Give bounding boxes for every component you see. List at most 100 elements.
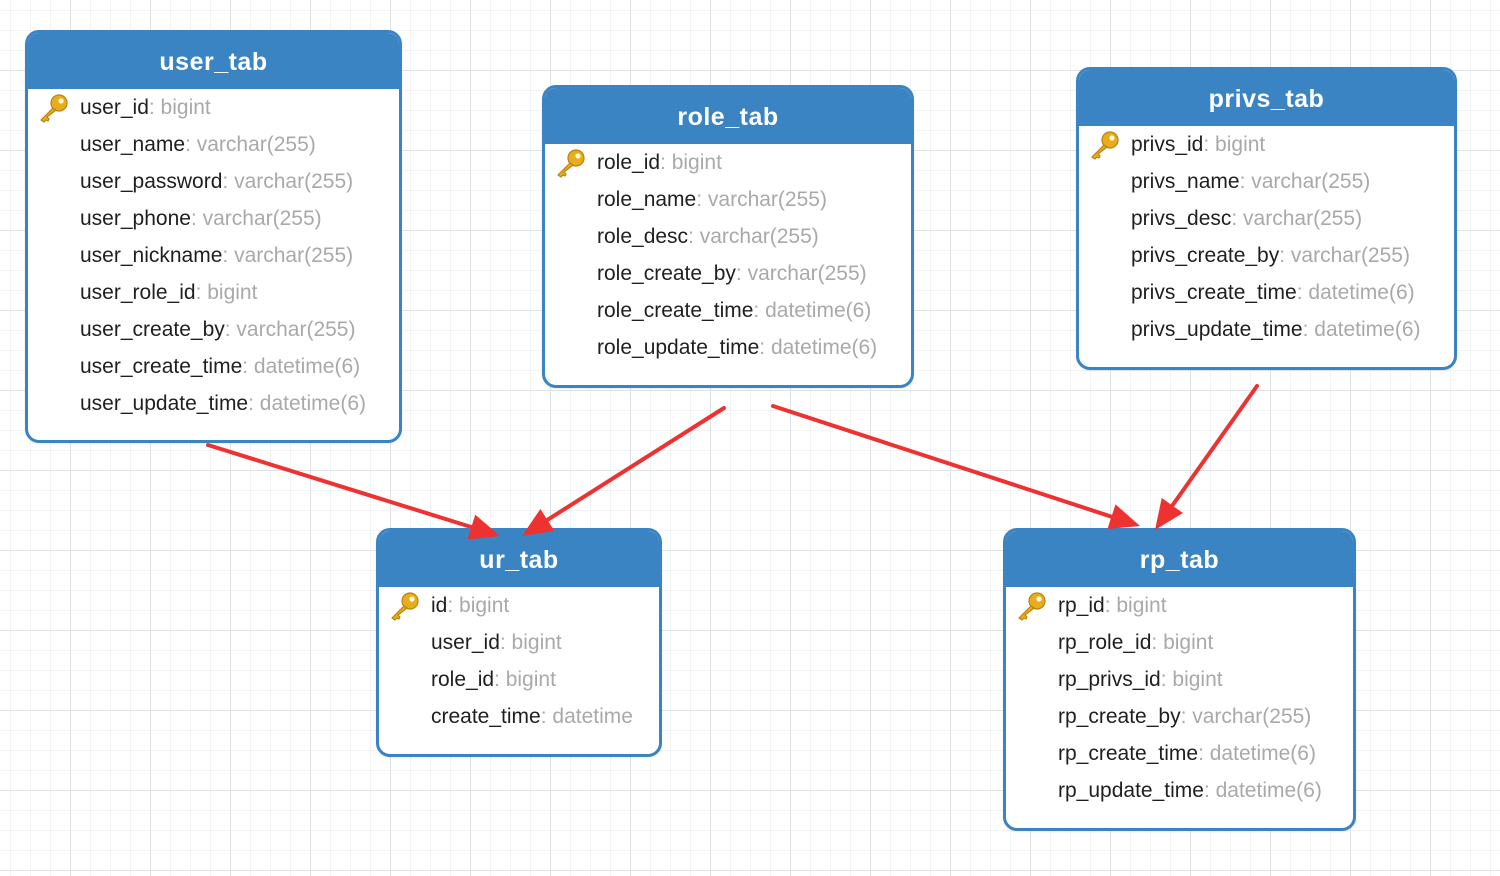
key-icon <box>1018 592 1046 621</box>
field-row[interactable]: user_password: varchar(255) <box>28 163 399 200</box>
field-row[interactable]: user_role_id: bigint <box>28 274 399 311</box>
field-name: user_id <box>431 631 500 654</box>
field-row[interactable]: rp_create_time: datetime(6) <box>1006 735 1353 772</box>
field-type: : varchar(255) <box>1180 705 1312 728</box>
field-type: : varchar(255) <box>222 170 354 193</box>
primary-key-field[interactable]: role_id: bigint <box>545 144 911 181</box>
table-title[interactable]: privs_tab <box>1079 70 1454 126</box>
field-name: privs_id <box>1131 133 1204 156</box>
field-type: : bigint <box>494 668 556 691</box>
field-row[interactable]: user_nickname: varchar(255) <box>28 237 399 274</box>
field-row[interactable]: rp_update_time: datetime(6) <box>1006 772 1353 809</box>
field-type: : varchar(255) <box>696 188 827 211</box>
table-title[interactable]: rp_tab <box>1006 531 1353 587</box>
field-row[interactable]: user_update_time: datetime(6) <box>28 385 399 422</box>
field-type: : varchar(255) <box>224 318 356 341</box>
field-name: rp_update_time <box>1058 779 1204 802</box>
primary-key-field[interactable]: id: bigint <box>379 587 659 624</box>
field-row[interactable]: role_create_time: datetime(6) <box>545 292 911 329</box>
field-name: privs_create_by <box>1131 244 1280 267</box>
field-row[interactable]: user_phone: varchar(255) <box>28 200 399 237</box>
field-row[interactable]: privs_desc: varchar(255) <box>1079 200 1454 237</box>
primary-key-field[interactable]: user_id: bigint <box>28 89 399 126</box>
field-name: create_time <box>431 705 541 728</box>
field-type: : varchar(255) <box>1239 170 1371 193</box>
field-type: : bigint <box>499 631 562 654</box>
field-row[interactable]: rp_create_by: varchar(255) <box>1006 698 1353 735</box>
field-row[interactable]: role_update_time: datetime(6) <box>545 329 911 366</box>
field-name: role_id <box>597 151 661 174</box>
field-name: role_name <box>597 188 697 211</box>
field-row[interactable]: user_create_time: datetime(6) <box>28 348 399 385</box>
field-type: : varchar(255) <box>185 133 316 156</box>
field-name: user_role_id <box>80 281 196 304</box>
field-name: id <box>431 594 448 617</box>
field-name: role_id <box>431 668 495 691</box>
field-row[interactable]: user_name: varchar(255) <box>28 126 399 163</box>
primary-key-field[interactable]: rp_id: bigint <box>1006 587 1353 624</box>
table-title[interactable]: role_tab <box>545 88 911 144</box>
field-type: : bigint <box>1151 631 1214 654</box>
field-type: : varchar(255) <box>1231 207 1363 230</box>
key-icon <box>1091 131 1119 160</box>
field-name: user_create_time <box>80 355 243 378</box>
field-name: rp_create_time <box>1058 742 1199 765</box>
field-row[interactable]: user_create_by: varchar(255) <box>28 311 399 348</box>
field-name: role_desc <box>597 225 689 248</box>
field-name: rp_privs_id <box>1058 668 1161 691</box>
field-type: : datetime(6) <box>1296 281 1415 304</box>
field-row[interactable]: user_id: bigint <box>379 624 659 661</box>
field-row[interactable]: privs_update_time: datetime(6) <box>1079 311 1454 348</box>
field-name: privs_name <box>1131 170 1240 193</box>
field-row[interactable]: create_time: datetime <box>379 698 659 735</box>
field-type: : bigint <box>447 594 510 617</box>
field-type: : varchar(255) <box>1279 244 1410 267</box>
field-type: : bigint <box>195 281 258 304</box>
field-row[interactable]: privs_create_time: datetime(6) <box>1079 274 1454 311</box>
field-row[interactable]: privs_create_by: varchar(255) <box>1079 237 1454 274</box>
field-row[interactable]: role_desc: varchar(255) <box>545 218 911 255</box>
field-row[interactable]: role_create_by: varchar(255) <box>545 255 911 292</box>
field-row[interactable]: role_id: bigint <box>379 661 659 698</box>
table-title[interactable]: ur_tab <box>379 531 659 587</box>
field-row[interactable]: rp_privs_id: bigint <box>1006 661 1353 698</box>
primary-key-field[interactable]: privs_id: bigint <box>1079 126 1454 163</box>
field-type: : bigint <box>1104 594 1167 617</box>
field-type: : datetime <box>540 705 633 728</box>
key-icon <box>391 592 419 621</box>
field-name: user_nickname <box>80 244 223 267</box>
field-name: user_create_by <box>80 318 225 341</box>
field-type: : bigint <box>660 151 722 174</box>
field-name: rp_id <box>1058 594 1105 617</box>
field-name: privs_create_time <box>1131 281 1297 304</box>
field-type: : datetime(6) <box>248 392 367 415</box>
field-name: role_update_time <box>597 336 760 359</box>
field-row[interactable]: role_name: varchar(255) <box>545 181 911 218</box>
field-type: : varchar(255) <box>735 262 867 285</box>
table-title[interactable]: user_tab <box>28 33 399 89</box>
field-row[interactable]: rp_role_id: bigint <box>1006 624 1353 661</box>
field-type: : datetime(6) <box>759 336 878 359</box>
field-type: : datetime(6) <box>1203 779 1322 802</box>
field-name: role_create_by <box>597 262 736 285</box>
field-type: : datetime(6) <box>753 299 872 322</box>
field-name: role_create_time <box>597 299 754 322</box>
field-type: : datetime(6) <box>1302 318 1421 341</box>
field-name: rp_role_id <box>1058 631 1152 654</box>
field-type: : datetime(6) <box>242 355 361 378</box>
key-icon <box>40 94 68 123</box>
field-name: rp_create_by <box>1058 705 1181 728</box>
field-row[interactable]: privs_name: varchar(255) <box>1079 163 1454 200</box>
field-name: user_update_time <box>80 392 249 415</box>
